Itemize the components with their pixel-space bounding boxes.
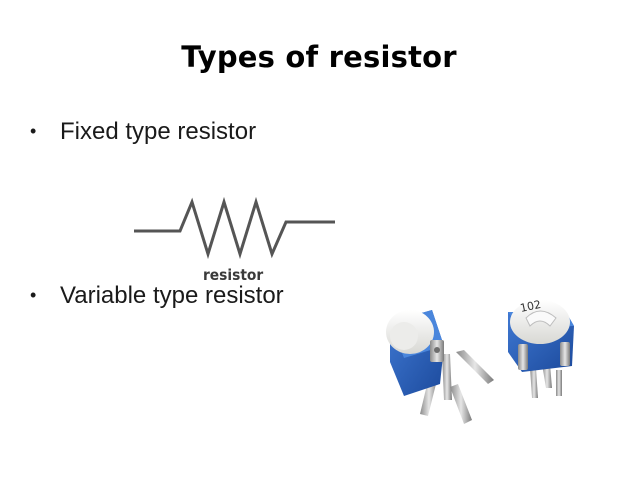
bullet-text: Fixed type resistor [60,118,257,145]
slide-title: Types of resistor [181,40,457,74]
resistor-symbol-icon [134,196,335,260]
bullet-fixed: • Fixed type resistor [30,118,256,146]
bullet-text: Variable type resistor [60,282,284,309]
bullet-marker: • [30,285,37,305]
bullet-variable: • Variable type resistor [30,282,284,310]
pot-marking: 102 [519,298,542,315]
resistor-symbol-label: resistor [203,266,264,284]
trimmer-potentiometers-image: 102 [386,298,574,424]
bullet-marker: • [30,121,37,141]
